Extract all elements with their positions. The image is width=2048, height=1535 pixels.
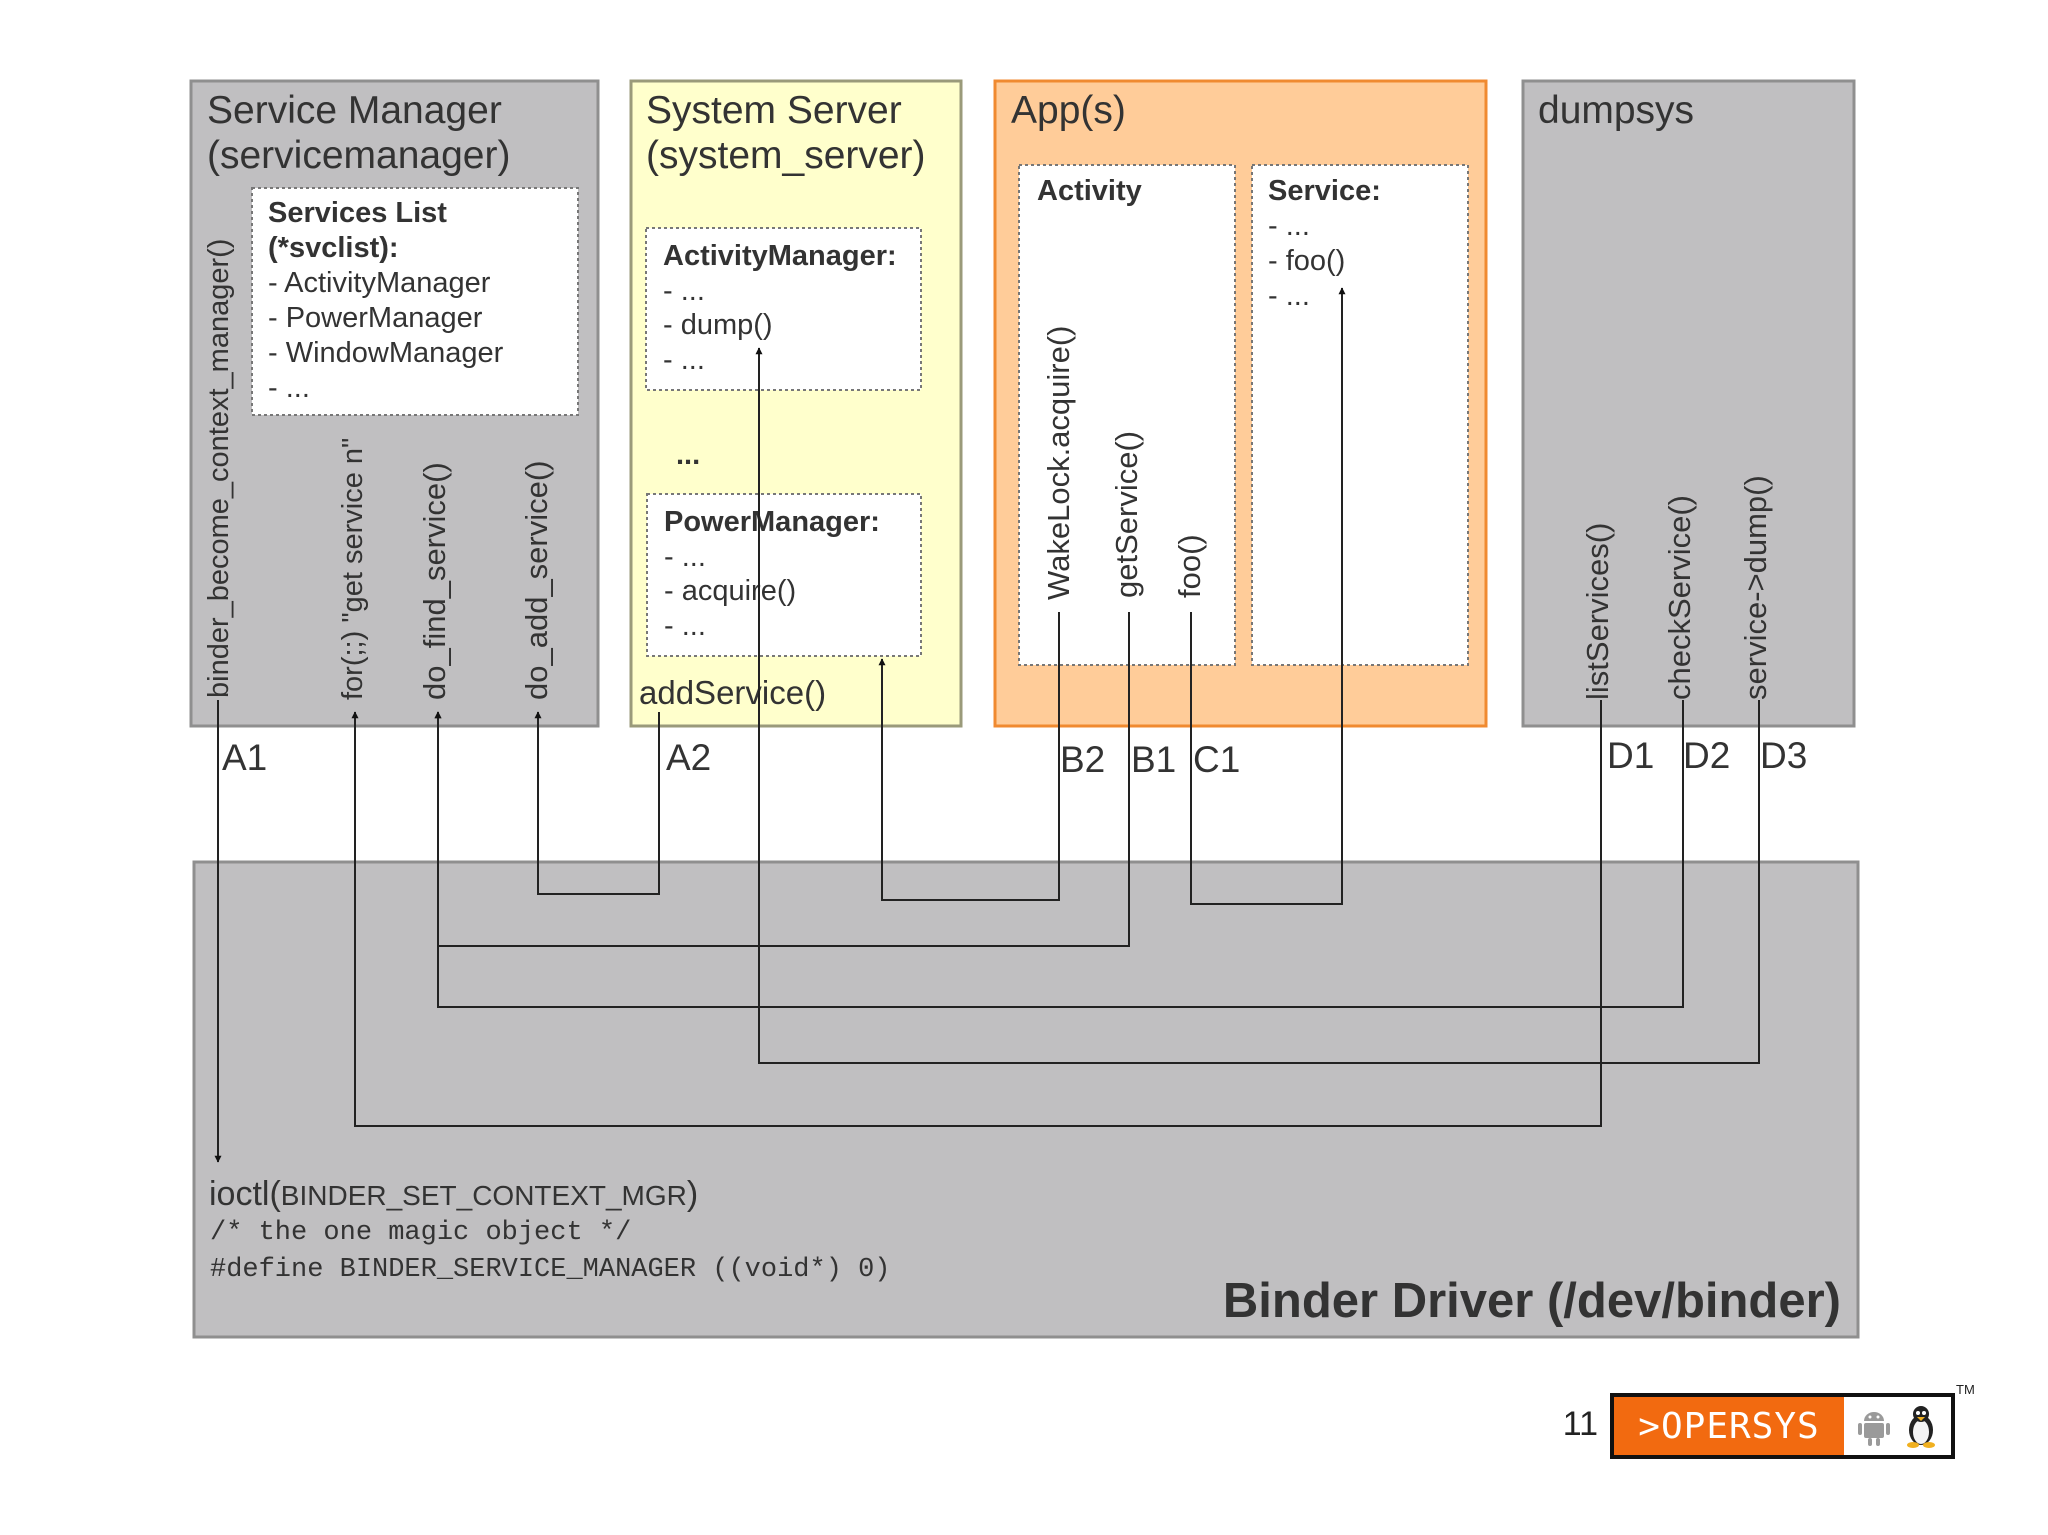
service-item: - ... — [1268, 210, 1310, 242]
connector-b2 — [878, 612, 1060, 901]
check-service-call: checkService() — [1662, 495, 1697, 700]
opersys-wordmark: >OPERSYS — [1614, 1397, 1844, 1455]
slide-number: 11 — [1562, 1405, 1598, 1443]
activity-title: Activity — [1037, 175, 1142, 207]
binder-driver-title: Binder Driver (/dev/binder) — [1223, 1274, 1841, 1328]
power-manager-item: - acquire() — [664, 575, 796, 607]
service-item: - foo() — [1268, 245, 1345, 277]
android-robot-icon — [1857, 1412, 1890, 1446]
connector-a2 — [534, 711, 660, 895]
apps-title: App(s) — [1011, 89, 1126, 132]
system-server-subtitle: (system_server) — [646, 134, 926, 177]
do-add-service-call: do_add_service() — [519, 460, 554, 700]
power-manager-box — [646, 493, 922, 657]
wakelock-acquire-call: WakeLock.acquire() — [1041, 325, 1076, 600]
code-comment-line: /* the one magic object */ — [210, 1218, 631, 1248]
activity-manager-item: - dump() — [663, 309, 773, 341]
service-title: Service: — [1268, 175, 1381, 207]
flow-label-b2: B2 — [1060, 739, 1105, 780]
trademark-mark: TM — [1956, 1382, 1975, 1397]
activity-box — [1018, 164, 1236, 666]
connector-c1 — [1190, 287, 1346, 905]
linux-penguin-icon — [1907, 1406, 1936, 1448]
activity-manager-title: ActivityManager: — [663, 240, 897, 272]
power-manager-item: - ... — [664, 541, 706, 573]
binder-driver-box — [192, 860, 1860, 1339]
get-service-call: getService() — [1109, 431, 1144, 598]
opersys-logo: >OPERSYS — [1610, 1393, 1955, 1459]
binder-become-context-manager-call: binder_become_context_manager() — [203, 239, 235, 698]
services-list-item: - WindowManager — [268, 337, 504, 369]
brand-icons — [1844, 1397, 1951, 1455]
services-list-title: Services List — [268, 197, 447, 229]
services-list-item: - ... — [268, 372, 310, 404]
services-list-box — [251, 187, 579, 416]
do-find-service-call: do_find_service() — [417, 462, 452, 700]
activity-manager-box — [645, 227, 922, 391]
foo-call: foo() — [1172, 534, 1207, 598]
activity-manager-item: - ... — [663, 344, 705, 376]
power-manager-item: - ... — [664, 610, 706, 642]
flow-label-c1: C1 — [1193, 739, 1240, 780]
services-list-item: - ActivityManager — [268, 267, 491, 299]
power-manager-title: PowerManager: — [664, 506, 880, 538]
service-item: - ... — [1268, 280, 1310, 312]
activity-manager-item: - ... — [663, 275, 705, 307]
system-server-title: System Server — [646, 89, 902, 132]
service-manager-title: Service Manager — [207, 89, 502, 132]
service-box — [1251, 164, 1469, 666]
flow-label-a2: A2 — [666, 737, 711, 778]
connector-d1 — [351, 700, 1602, 1127]
connector-d3 — [755, 347, 1760, 1064]
add-service-call: addService() — [639, 674, 826, 711]
flow-label-d1: D1 — [1607, 735, 1654, 776]
services-ellipsis: ... — [676, 439, 700, 471]
get-service-loop-call: for(;;) "get service n" — [337, 438, 369, 700]
flow-label-d2: D2 — [1683, 735, 1730, 776]
flow-label-a1: A1 — [222, 737, 267, 778]
ioctl-call: ioctl(BINDER_SET_CONTEXT_MGR) — [209, 1175, 698, 1213]
flow-label-b1: B1 — [1131, 739, 1176, 780]
flow-label-d3: D3 — [1760, 735, 1807, 776]
services-list-item: - PowerManager — [268, 302, 483, 334]
dumpsys-title: dumpsys — [1538, 89, 1694, 132]
service-manager-subtitle: (servicemanager) — [207, 134, 510, 177]
list-services-call: listServices() — [1580, 523, 1615, 700]
dumpsys-box — [1521, 79, 1856, 728]
services-list-subtitle: (*svclist): — [268, 232, 399, 264]
service-dump-call: service->dump() — [1738, 475, 1773, 700]
connector-d2 — [434, 700, 1684, 1008]
code-define-line: #define BINDER_SERVICE_MANAGER ((void*) … — [210, 1255, 891, 1285]
